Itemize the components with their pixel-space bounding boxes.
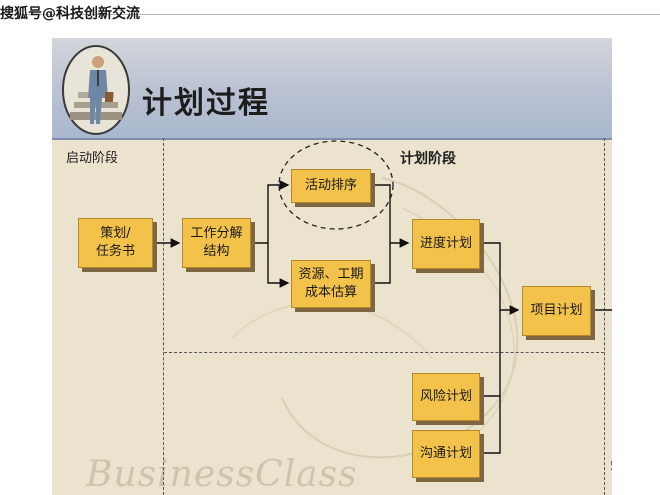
phase-label-initiation: 启动阶段 [66,151,119,166]
page-number: 52 [610,459,612,473]
node-wbs-line2: 结构 [203,244,230,259]
phase-divider-right [604,138,605,495]
node-resource-estimate: 资源、工期 成本估算 [291,260,371,308]
watermark-text: 搜狐号@科技创新交流 [0,6,140,22]
connector-risk [479,310,501,397]
businessman-logo [62,45,130,135]
highlight-circle [278,140,394,230]
node-risk-plan-line1: 风险计划 [419,389,472,404]
node-resource-estimate-line2: 成本估算 [304,285,357,300]
node-communication-plan-line1: 沟通计划 [419,446,472,461]
connector-activity-merge [370,184,391,243]
connector-communication [479,396,501,454]
node-charter: 策划/ 任务书 [78,218,153,268]
node-communication-plan: 沟通计划 [412,430,480,478]
node-wbs-line1: 工作分解 [190,226,243,241]
node-charter-line1: 策划/ [100,226,131,241]
background-script-text: BusinessClass [86,454,358,495]
arrow-wbs-to-resource [267,243,290,288]
lower-divider [164,352,604,353]
node-project-plan: 项目计划 [522,286,591,336]
connector-resource-merge [370,243,391,284]
title-band [52,38,612,140]
node-wbs: 工作分解 结构 [182,218,251,268]
node-schedule-plan-line1: 进度计划 [419,236,472,251]
node-resource-estimate-line1: 资源、工期 [298,267,364,282]
node-risk-plan: 风险计划 [412,373,480,421]
node-charter-line2: 任务书 [95,244,135,259]
phase-divider-left [163,138,164,495]
node-activity-sequencing-line1: 活动排序 [304,178,357,193]
node-project-plan-line1: 项目计划 [530,303,583,318]
arrow-wbs-branch [250,180,290,244]
arrow-schedule-to-project [479,242,520,315]
slide-title: 计划过程 [142,86,270,121]
node-activity-sequencing: 活动排序 [291,169,371,203]
phase-label-planning: 计划阶段 [400,151,456,167]
node-schedule-plan: 进度计划 [412,219,480,269]
flow-connectors [153,140,612,454]
slide: 计划过程 启动阶段 计划阶段 实施 阶段 [52,38,612,495]
